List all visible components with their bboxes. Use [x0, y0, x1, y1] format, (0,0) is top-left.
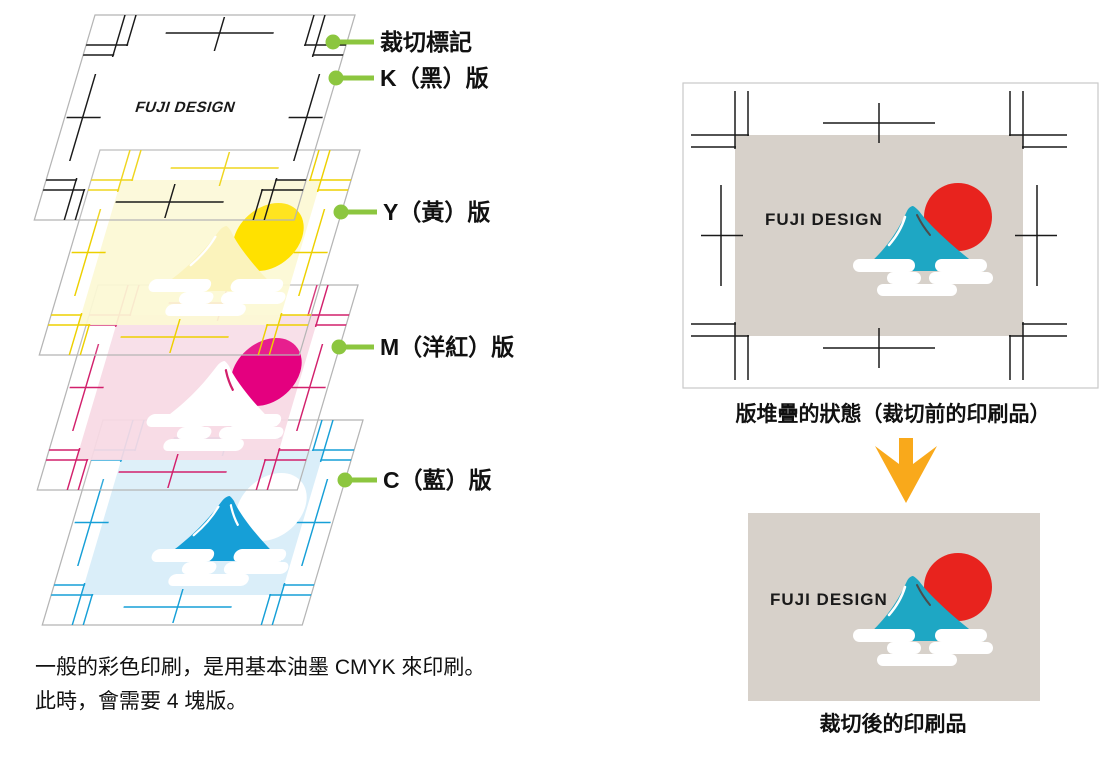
uncut-sheet: FUJI DESIGN: [682, 82, 1099, 389]
callout-c-plate-label: C（藍）版: [383, 467, 492, 493]
down-arrow-icon: [875, 438, 937, 503]
callout-dot: [325, 34, 341, 50]
callout-y-plate-label: Y（黃）版: [383, 199, 490, 225]
callout-m-plate: M（洋紅）版: [331, 334, 514, 360]
callout-k-plate: K（黑）版: [328, 65, 489, 91]
callout-dot: [328, 70, 344, 86]
callout-c-plate: C（藍）版: [337, 467, 492, 493]
callout-k-plate-label: K（黑）版: [380, 65, 489, 91]
brand-text-uncut: FUJI DESIGN: [765, 210, 883, 229]
brand-text-k-plate: FUJI DESIGN: [133, 99, 238, 116]
brand-text-trimmed: FUJI DESIGN: [770, 590, 888, 609]
trimmed-print: FUJI DESIGN: [748, 513, 1040, 701]
callout-crop-marks-label: 裁切標記: [380, 29, 472, 55]
callout-m-plate-label: M（洋紅）版: [380, 334, 514, 360]
note-line-2: 此時，會需要 4 塊版。: [35, 690, 247, 713]
callout-crop-marks: 裁切標記: [325, 29, 472, 55]
plate-m: [36, 285, 359, 490]
before-cut-caption: 版堆疊的狀態（裁切前的印刷品）: [736, 402, 1051, 426]
note-line-1: 一般的彩色印刷，是用基本油墨 CMYK 來印刷。: [35, 656, 485, 679]
callout-dot: [333, 204, 349, 220]
plate-k-film: [33, 14, 356, 221]
callout-dot: [331, 339, 347, 355]
callout-y-plate: Y（黃）版: [333, 199, 490, 225]
after-cut-caption: 裁切後的印刷品: [820, 712, 967, 736]
callout-dot: [337, 472, 353, 488]
plate-k: FUJI DESIGN: [33, 14, 356, 221]
